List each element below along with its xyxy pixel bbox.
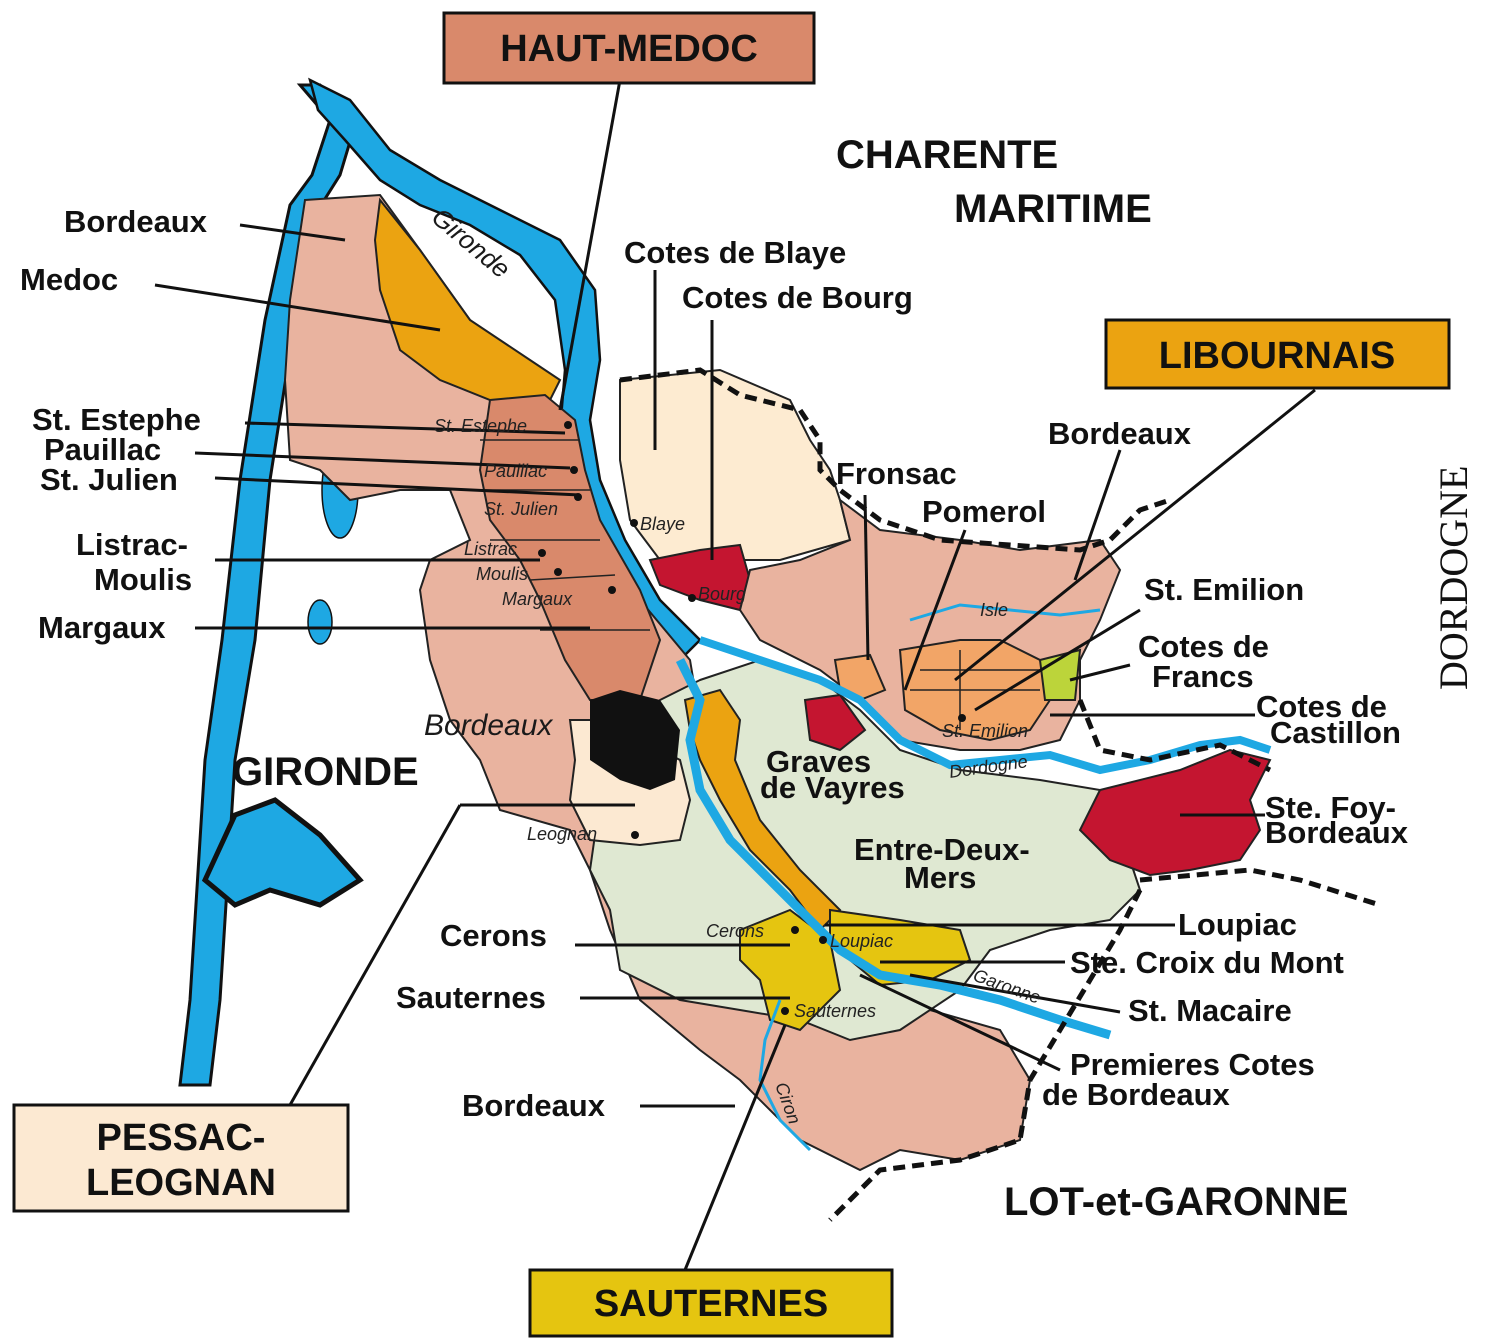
region-sauternes-cerons [739, 908, 842, 1032]
label-lot-et-garonne: LOT-et-GARONNE [1004, 1180, 1348, 1224]
town-leognan: Leognan [527, 824, 597, 844]
town-sauternes: Sauternes [794, 1001, 876, 1021]
label-premieres-cotes-2: de Bordeaux [1042, 1077, 1231, 1112]
town-pauillac: Pauillac [484, 461, 547, 481]
label-cotes-de-blaye: Cotes de Blaye [624, 235, 846, 270]
label-cotes-de-bourg: Cotes de Bourg [682, 280, 913, 315]
label-margaux: Margaux [38, 610, 166, 645]
label-bordeaux-nw: Bordeaux [64, 204, 208, 239]
label-bordeaux-city: Bordeaux [424, 709, 553, 742]
town-st-estephe: St. Estephe [434, 416, 527, 436]
river-garonne [675, 657, 1112, 1040]
department-boundary-south [828, 888, 1143, 1222]
label-gironde: GIRONDE [232, 750, 419, 794]
town-moulis: Moulis [476, 564, 528, 584]
town-listrac: Listrac [464, 539, 517, 559]
box-pessac-leognan: PESSAC- LEOGNAN [12, 1103, 350, 1213]
label-entre-deux-mers-2: Mers [904, 860, 976, 895]
town-loupiac: Loupiac [830, 931, 893, 951]
label-entre-deux-mers-1: Entre-Deux- [854, 832, 1030, 867]
leader-lines [154, 79, 1316, 1271]
label-ste-croix-du-mont: Ste. Croix du Mont [1070, 945, 1344, 980]
town-blaye: Blaye [640, 514, 685, 534]
label-loupiac: Loupiac [1178, 907, 1297, 942]
box-sauternes-text: SAUTERNES [594, 1283, 828, 1325]
label-cotes-de-castillon-1: Cotes de [1256, 689, 1387, 724]
label-pomerol: Pomerol [922, 494, 1046, 529]
box-haut-medoc: HAUT-MEDOC [442, 11, 816, 85]
box-libournais: LIBOURNAIS [1104, 318, 1451, 390]
arcachon-basin [201, 797, 364, 908]
label-bordeaux-s: Bordeaux [462, 1088, 606, 1123]
box-pessac-leognan-text-1: PESSAC- [97, 1117, 266, 1159]
label-pauillac: Pauillac [44, 432, 161, 467]
town-bourg: Bourg [698, 584, 746, 604]
label-dordogne: DORDOGNE [1431, 466, 1476, 690]
box-pessac-leognan-text-2: LEOGNAN [86, 1162, 276, 1204]
label-st-emilion: St. Emilion [1144, 572, 1304, 607]
label-st-julien: St. Julien [40, 462, 178, 497]
label-listrac-2: Moulis [94, 562, 192, 597]
label-medoc: Medoc [20, 262, 118, 297]
label-cotes-de-castillon-2: Castillon [1270, 715, 1401, 750]
department-boundary-east [1077, 699, 1381, 908]
label-st-estephe: St. Estephe [32, 402, 201, 437]
lake-lacanau [307, 599, 333, 645]
town-cerons: Cerons [706, 921, 764, 941]
river-label-isle: Isle [980, 600, 1008, 620]
bordeaux-city [590, 690, 680, 790]
label-graves-de-vayres-1: Graves [766, 744, 871, 779]
box-libournais-text: LIBOURNAIS [1159, 335, 1395, 377]
label-bordeaux-ne: Bordeaux [1048, 416, 1192, 451]
label-graves-de-vayres-2: de Vayres [760, 770, 905, 805]
haut-medoc-divisions [480, 439, 650, 631]
label-charente-maritime-2: MARITIME [954, 187, 1152, 231]
river-dordogne [698, 636, 1272, 775]
label-ste-foy-2: Bordeaux [1265, 815, 1409, 850]
town-st-emilion: St. Emilion [942, 721, 1028, 741]
town-margaux: Margaux [502, 589, 573, 609]
label-charente-maritime-1: CHARENTE [836, 133, 1058, 177]
river-ciron [758, 999, 812, 1152]
label-premieres-cotes-1: Premieres Cotes [1070, 1047, 1315, 1082]
town-st-julien: St. Julien [484, 499, 558, 519]
label-sauternes: Sauternes [396, 980, 546, 1015]
label-cerons: Cerons [440, 918, 547, 953]
box-haut-medoc-text: HAUT-MEDOC [500, 28, 758, 70]
region-graves-de-vayres [803, 693, 867, 752]
label-st-macaire: St. Macaire [1128, 993, 1292, 1028]
department-boundary-north [619, 367, 1171, 553]
label-cotes-de-francs-2: Francs [1152, 659, 1254, 694]
region-ste-foy-bordeaux [1078, 748, 1272, 877]
town-dots [538, 421, 966, 1015]
label-cotes-de-francs-1: Cotes de [1138, 629, 1269, 664]
region-fronsac [833, 653, 887, 702]
label-ste-foy-1: Ste. Foy- [1265, 790, 1396, 825]
river-isle [909, 603, 1101, 622]
box-sauternes: SAUTERNES [528, 1268, 894, 1338]
label-fronsac: Fronsac [836, 456, 957, 491]
label-listrac-1: Listrac- [76, 527, 188, 562]
